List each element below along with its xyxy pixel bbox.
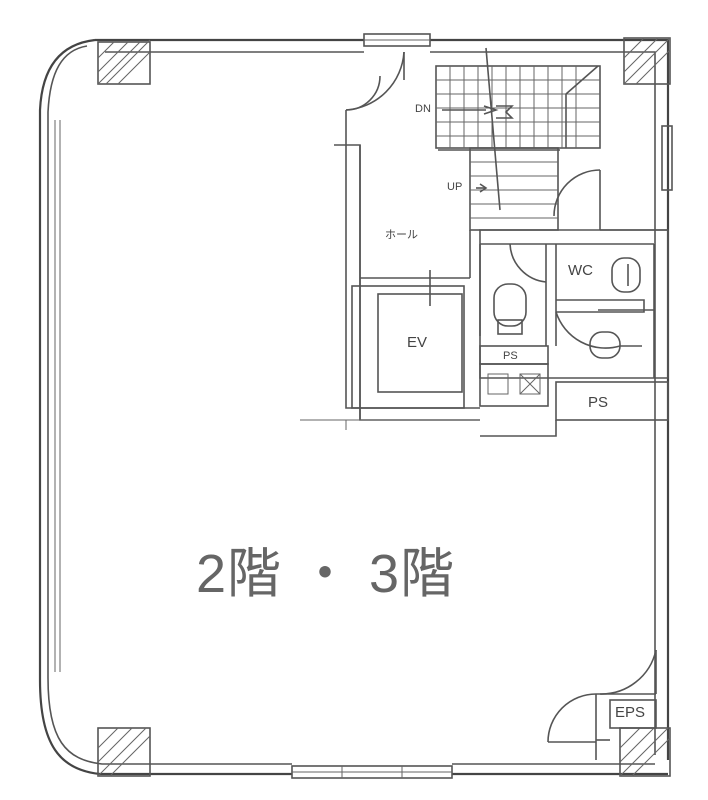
ps-top-label: PS: [503, 350, 518, 362]
dn-label: DN: [415, 103, 431, 115]
ev-label: EV: [407, 334, 427, 351]
wc-room: [479, 229, 669, 379]
hall-door: [345, 51, 405, 145]
hall-label: ホール: [385, 228, 418, 241]
eps-room: [547, 649, 657, 760]
right-window: [661, 125, 673, 191]
eps-label: EPS: [615, 704, 645, 721]
ps-right: [480, 381, 669, 437]
interior-lines: [300, 419, 480, 430]
stair: [435, 47, 601, 231]
floor-label: 2階 ・ 3階: [196, 544, 455, 604]
left-curved-window: [54, 120, 61, 672]
top-window: [363, 33, 431, 47]
bottom-window: [291, 765, 453, 779]
stair-door: [553, 169, 668, 231]
ps-right-label: PS: [588, 394, 608, 411]
ps-top: [479, 345, 549, 407]
up-label: UP: [447, 181, 462, 193]
outer-walls: [38, 38, 670, 776]
elevator: [351, 270, 465, 409]
corner-columns: [97, 37, 671, 777]
wc-label: WC: [568, 262, 593, 279]
